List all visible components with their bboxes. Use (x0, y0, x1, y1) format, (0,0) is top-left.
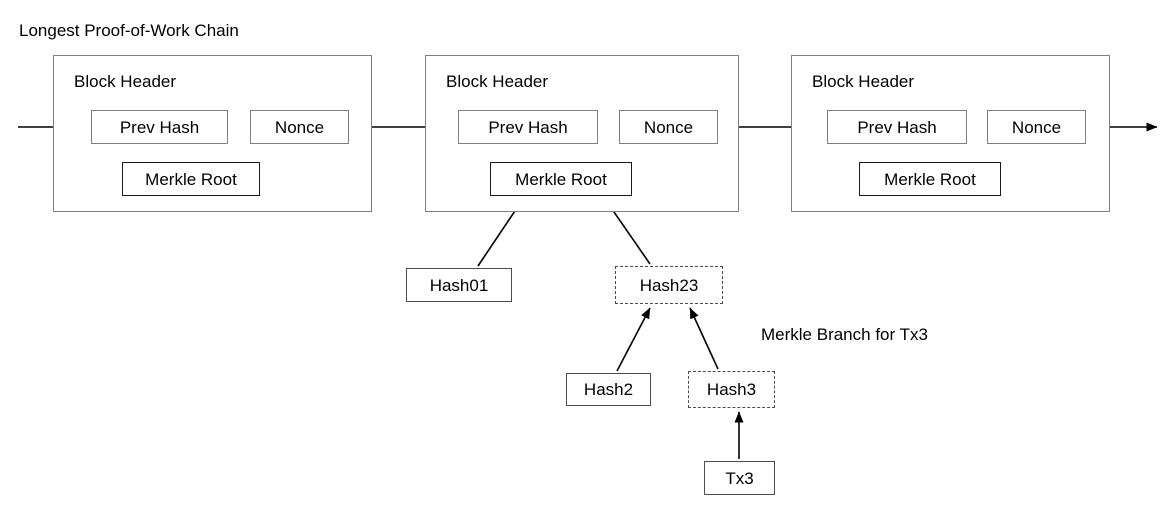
block-1-nonce-label: Nonce (274, 117, 325, 137)
block-3-merkle-root-label: Merkle Root (884, 169, 976, 189)
block-2-header-label: Block Header (446, 72, 549, 91)
block-2-merkle-root-label: Merkle Root (515, 169, 607, 189)
merkle-node-hash23: Hash23 (615, 266, 723, 304)
arrow-hash3-to-hash23 (689, 307, 719, 370)
merkle-node-hash3: Hash3 (688, 371, 775, 408)
block-2-merkle-root-box: Merkle Root (490, 162, 632, 196)
block-1-nonce-box: Nonce (250, 110, 349, 144)
merkle-node-hash3-label: Hash3 (706, 380, 757, 399)
merkle-node-tx3-label: Tx3 (725, 468, 754, 488)
block-1-prev-hash-box: Prev Hash (91, 110, 228, 144)
block-2-nonce-box: Nonce (619, 110, 718, 144)
merkle-node-hash01-label: Hash01 (429, 275, 489, 295)
merkle-node-tx3: Tx3 (704, 461, 775, 495)
figure-title: Longest Proof-of-Work Chain (19, 21, 239, 40)
block-3-prev-hash-label: Prev Hash (857, 117, 937, 137)
block-2-nonce-label: Nonce (643, 117, 694, 137)
merkle-node-hash23-label: Hash23 (639, 275, 699, 295)
block-1-header-label: Block Header (74, 72, 177, 91)
block-3-nonce-box: Nonce (987, 110, 1086, 144)
merkle-node-hash2: Hash2 (566, 373, 651, 406)
block-3-merkle-root-box: Merkle Root (859, 162, 1001, 196)
merkle-node-hash2-label: Hash2 (583, 380, 634, 399)
block-1-merkle-root-label: Merkle Root (145, 169, 237, 189)
merkle-node-hash01: Hash01 (406, 268, 512, 302)
block-2-prev-hash-label: Prev Hash (488, 117, 568, 137)
block-1-prev-hash-label: Prev Hash (119, 117, 200, 137)
block-3-header-label: Block Header (812, 72, 915, 91)
arrow-hash2-to-hash23 (616, 307, 651, 372)
block-3-prev-hash-box: Prev Hash (827, 110, 967, 144)
merkle-branch-annotation: Merkle Branch for Tx3 (761, 325, 928, 344)
block-3-nonce-label: Nonce (1011, 117, 1062, 137)
block-2-prev-hash-box: Prev Hash (458, 110, 598, 144)
block-1-merkle-root-box: Merkle Root (122, 162, 260, 196)
